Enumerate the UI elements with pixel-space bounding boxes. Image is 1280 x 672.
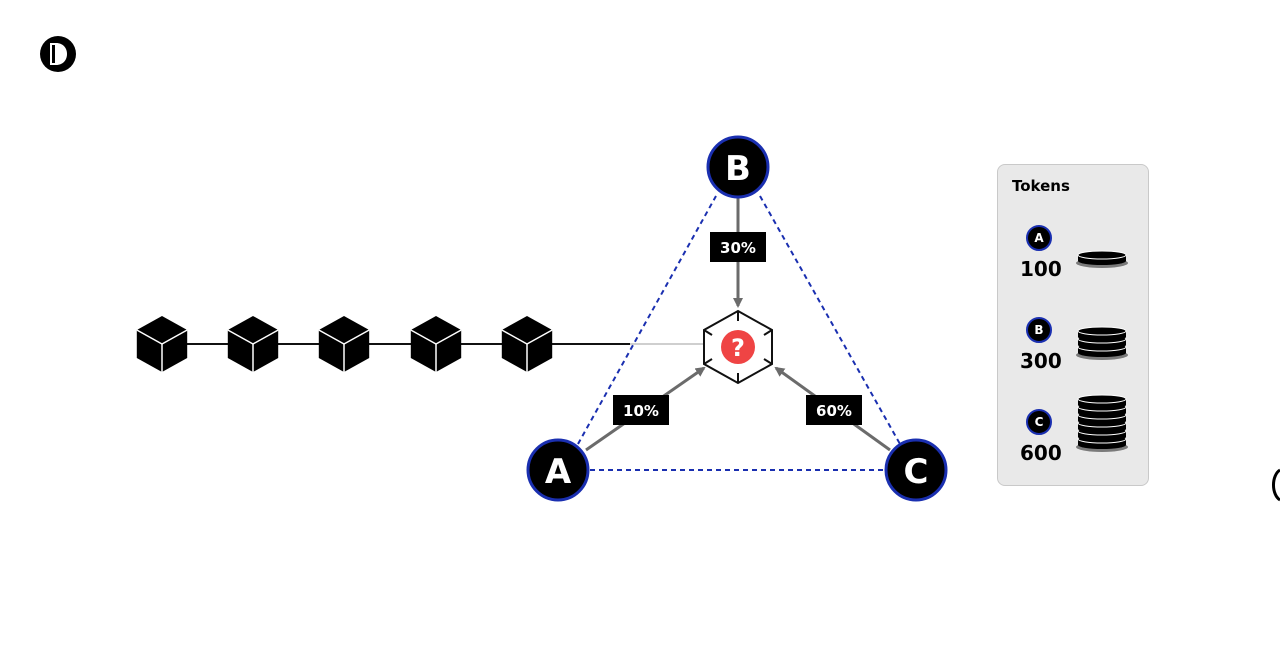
svg-text:B: B: [725, 149, 751, 189]
token-row: B 300: [998, 317, 1150, 387]
svg-text:C: C: [904, 452, 929, 492]
validator-node-b[interactable]: B: [706, 135, 770, 199]
token-amount: 600: [1020, 441, 1062, 465]
weight-label-c: 60%: [806, 395, 862, 425]
dashed-edge-bc: [759, 195, 901, 445]
coin-stack-icon: [1076, 250, 1128, 268]
cube-icon: [227, 316, 279, 372]
dashed-edge-ab: [577, 195, 717, 445]
svg-text:?: ?: [731, 334, 745, 362]
coin-stack-icon: [1076, 394, 1128, 452]
question-icon: [721, 330, 755, 364]
weight-label-b: 30%: [710, 232, 766, 262]
validator-node-a[interactable]: A: [526, 438, 590, 502]
svg-text:A: A: [545, 452, 572, 492]
pending-block: ?: [703, 309, 773, 385]
logo-icon[interactable]: [40, 36, 76, 72]
cube-icon: [501, 316, 553, 372]
cropped-shape: [1271, 468, 1280, 502]
weight-label-a: 10%: [613, 395, 669, 425]
token-row: C 600: [998, 394, 1150, 479]
blockchain: [136, 316, 553, 372]
token-badge: C: [1026, 409, 1052, 435]
svg-text:30%: 30%: [720, 239, 756, 257]
token-amount: 100: [1020, 257, 1062, 281]
svg-text:60%: 60%: [816, 402, 852, 420]
token-badge: A: [1026, 225, 1052, 251]
cube-icon: [410, 316, 462, 372]
cube-icon: [318, 316, 370, 372]
token-badge: B: [1026, 317, 1052, 343]
token-row: A 100: [998, 225, 1150, 295]
coin-stack-icon: [1076, 326, 1128, 360]
cube-icon: [136, 316, 188, 372]
svg-text:10%: 10%: [623, 402, 659, 420]
token-amount: 300: [1020, 349, 1062, 373]
tokens-title: Tokens: [1012, 177, 1070, 195]
validator-node-c[interactable]: C: [884, 438, 948, 502]
